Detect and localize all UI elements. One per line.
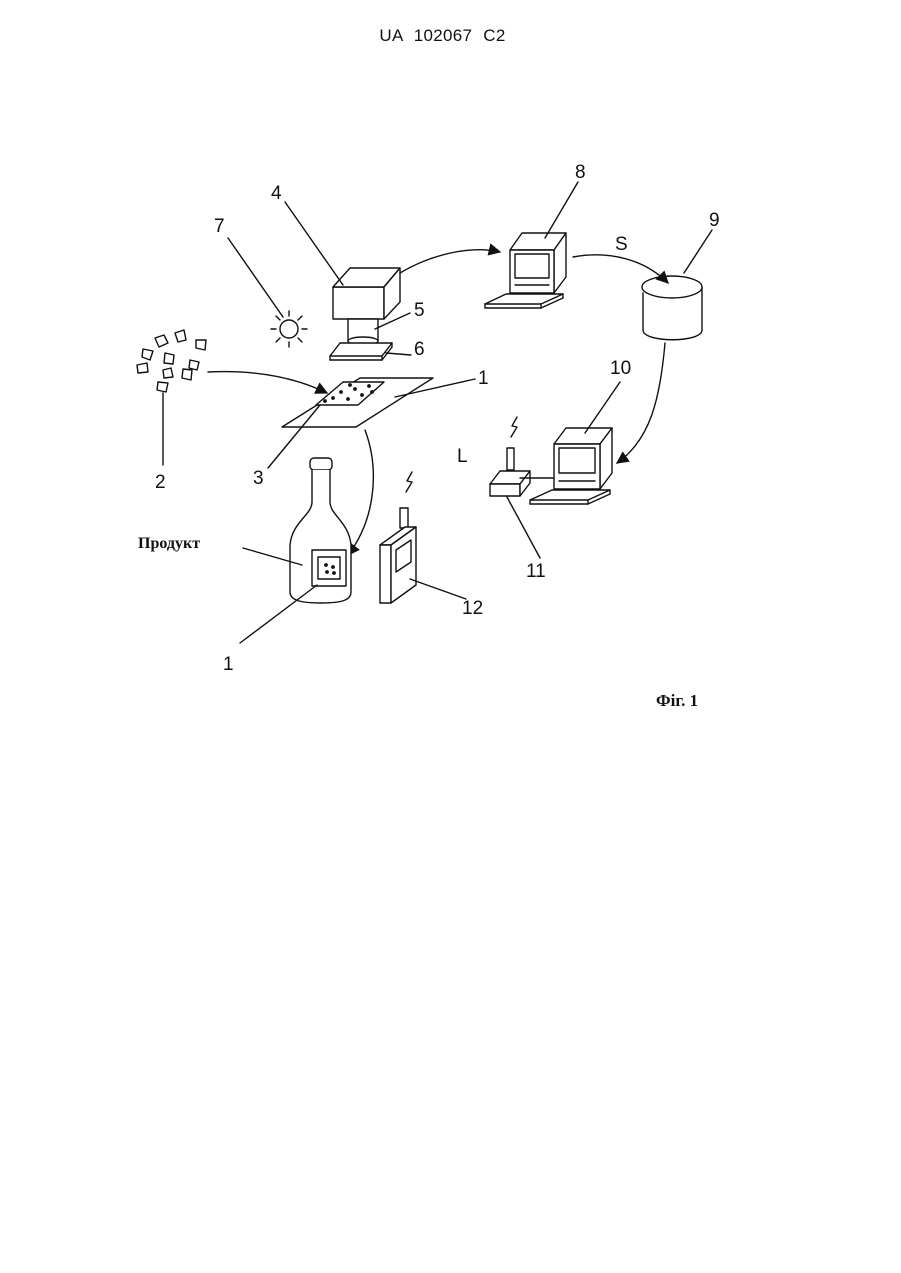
ref-label-4: 4	[271, 183, 282, 204]
ref-label-11: 11	[526, 561, 546, 582]
leader-line-9	[684, 230, 712, 273]
arrow-label-to-bottle	[348, 430, 373, 555]
label-sheet	[282, 378, 433, 427]
mobile-reader-icon	[380, 508, 416, 603]
ref-label-6: 6	[414, 339, 425, 360]
ref-label-7: 7	[214, 216, 225, 237]
light-source-sun-icon	[271, 311, 307, 347]
figure-caption: Фіг. 1	[656, 691, 698, 710]
bottle-icon	[290, 458, 351, 603]
ref-label-1-top: 1	[478, 368, 489, 389]
database-icon	[642, 276, 702, 340]
computer-8-icon	[485, 233, 566, 308]
leader-line-11	[507, 497, 540, 558]
arrow-particles-to-label	[208, 372, 327, 393]
computer-10-icon	[530, 428, 612, 504]
ref-label-3: 3	[253, 468, 264, 489]
reader-unit-icon	[490, 448, 553, 496]
ref-label-5: 5	[414, 300, 425, 321]
ref-label-10: 10	[610, 358, 631, 379]
leader-line-7	[228, 238, 283, 317]
letter-label-S: S	[615, 234, 628, 255]
letter-label-L: L	[457, 446, 468, 467]
leader-line-12	[410, 579, 466, 599]
ref-label-8: 8	[575, 162, 586, 183]
leader-line-4	[285, 202, 343, 285]
product-label: Продукт	[138, 535, 200, 552]
leader-line-1-bottom	[240, 585, 317, 643]
leader-line-10	[585, 382, 620, 433]
leader-line-8	[545, 182, 578, 238]
signal-bolt-icon	[406, 472, 412, 492]
signal-bolt-icon	[511, 417, 517, 437]
ref-label-9: 9	[709, 210, 720, 231]
arrow-camera-to-computer	[400, 250, 500, 273]
ref-label-12: 12	[462, 598, 483, 619]
particles-icon	[137, 330, 206, 392]
leader-line-6	[386, 353, 411, 355]
ref-label-2: 2	[155, 472, 166, 493]
ref-label-1-bottom: 1	[223, 654, 234, 675]
